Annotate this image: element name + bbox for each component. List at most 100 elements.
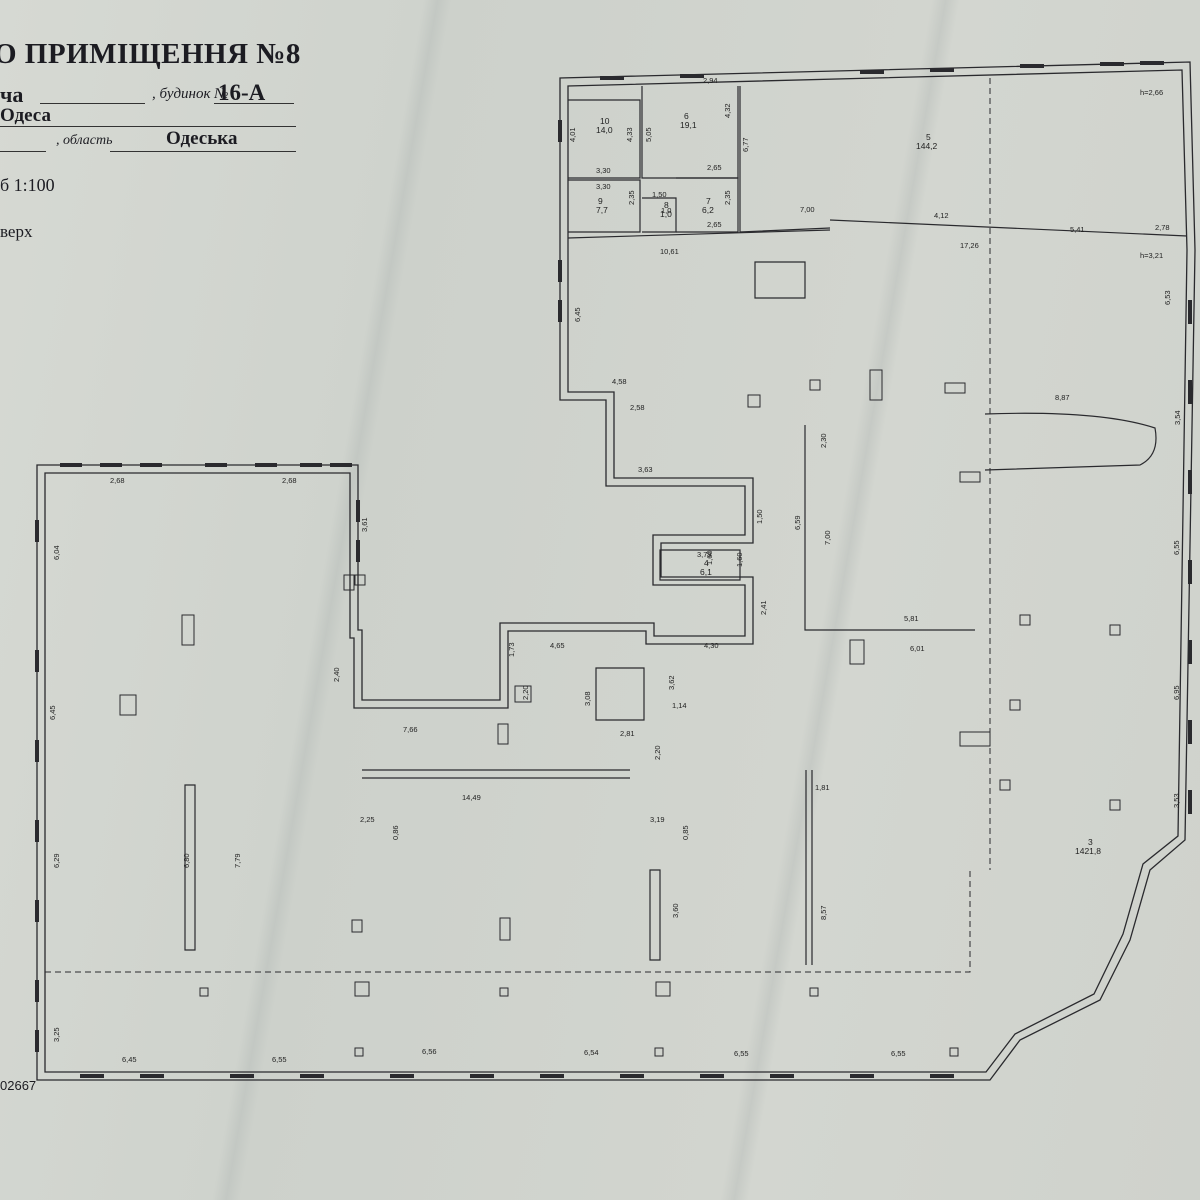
room-7-number: 7 xyxy=(706,196,711,206)
dimension-label: 0,85 xyxy=(681,825,690,840)
dimension-label: 2,41 xyxy=(759,600,768,615)
room-4-area: 6,1 xyxy=(700,567,712,577)
dimension-label: 2,58 xyxy=(630,403,645,412)
column xyxy=(849,639,865,665)
window-mark xyxy=(558,300,562,322)
window-mark xyxy=(558,120,562,142)
room-10-number: 10 xyxy=(600,116,610,126)
column xyxy=(959,471,981,483)
window-mark xyxy=(1188,470,1192,494)
dimension-label: 3,53 xyxy=(1172,793,1181,808)
window-mark xyxy=(35,1030,39,1052)
column xyxy=(654,1047,664,1057)
dimension-label: 1,73 xyxy=(507,642,516,657)
dimension-label: 5,41 xyxy=(1070,225,1085,234)
dimension-label: 4,65 xyxy=(550,641,565,650)
column xyxy=(999,779,1011,791)
inner-col-2 xyxy=(649,869,661,961)
column xyxy=(1019,614,1031,626)
column xyxy=(959,731,991,747)
dimension-label: 3,19 xyxy=(650,815,665,824)
inner-wall-left xyxy=(362,769,630,779)
window-mark xyxy=(600,76,624,80)
dimension-label: 2,35 xyxy=(627,190,636,205)
dimension-label: 2,68 xyxy=(282,476,297,485)
document-title: О ПРИМІЩЕННЯ №8 xyxy=(0,38,301,70)
dimension-label: 3,25 xyxy=(52,1027,61,1042)
dimension-label: 6,45 xyxy=(48,705,57,720)
window-mark xyxy=(620,1074,644,1078)
dimension-label: 6,55 xyxy=(1172,540,1181,555)
outer-wall-inner xyxy=(44,69,1188,1073)
dimension-label: 6,77 xyxy=(741,137,750,152)
dimension-label: 8,87 xyxy=(1055,393,1070,402)
window-mark xyxy=(300,463,322,467)
column xyxy=(869,369,883,401)
inner-col-1 xyxy=(184,784,196,951)
stair-left xyxy=(754,261,806,299)
dimension-label: 2,68 xyxy=(110,476,125,485)
window-mark xyxy=(558,260,562,282)
partition-mid xyxy=(804,425,975,631)
column xyxy=(655,981,671,997)
room-5-area: 144,2 xyxy=(916,141,938,151)
dimension-label: 1,0 xyxy=(661,206,671,215)
dimension-label: 2,78 xyxy=(1155,223,1170,232)
column xyxy=(949,1047,959,1057)
scale-label: б 1:100 xyxy=(0,175,55,195)
dimension-label: 6,01 xyxy=(910,644,925,653)
dimension-label: 1,50 xyxy=(652,190,667,199)
dimension-label: 3,79 xyxy=(697,550,712,559)
room-4-number: 4 xyxy=(704,558,709,568)
column xyxy=(1109,624,1121,636)
window-mark xyxy=(540,1074,564,1078)
stair-curved xyxy=(984,412,1157,471)
dimension-label: 7,00 xyxy=(800,205,815,214)
dimension-label: 6,56 xyxy=(422,1047,437,1056)
dimension-label: 6,55 xyxy=(891,1049,906,1058)
dimension-label: 3,30 xyxy=(596,182,611,191)
window-mark xyxy=(1020,64,1044,68)
dimension-label: 2,81 xyxy=(620,729,635,738)
outer-wall xyxy=(36,61,1196,1081)
column xyxy=(809,987,819,997)
dimension-label: 4,12 xyxy=(934,211,949,220)
partition-upper xyxy=(739,86,831,233)
room-3-area: 1421,8 xyxy=(1075,846,1101,856)
street-underline xyxy=(40,103,145,104)
dimension-label: 4,30 xyxy=(704,641,719,650)
dimension-label: 5,05 xyxy=(644,127,653,142)
room-8-walls xyxy=(642,197,677,233)
columns xyxy=(119,369,1121,1057)
window-mark xyxy=(390,1074,414,1078)
dimension-label: 2,25 xyxy=(360,815,375,824)
column xyxy=(809,379,821,391)
window-mark xyxy=(930,1074,954,1078)
dimension-label: 17,26 xyxy=(960,241,979,250)
dimension-label: 6,95 xyxy=(1172,685,1181,700)
house-label: , будинок № xyxy=(152,86,229,102)
room-8-area: 1,0 xyxy=(660,209,672,219)
column xyxy=(747,394,761,408)
house-number: 16-А xyxy=(218,80,266,105)
dimension-label: 6,45 xyxy=(122,1055,137,1064)
dimension-label: 3,60 xyxy=(671,903,680,918)
dimension-label: 4,58 xyxy=(612,377,627,386)
document-number: 02667 xyxy=(0,1078,37,1093)
window-mark xyxy=(100,463,122,467)
dimension-label: 4,33 xyxy=(625,127,634,142)
small-room-4 xyxy=(659,549,741,581)
room-6-area: 19,1 xyxy=(680,120,697,130)
window-mark xyxy=(680,74,704,78)
dimension-label: 10,61 xyxy=(660,247,679,256)
dimension-label: 6,45 xyxy=(573,307,582,322)
column xyxy=(119,694,137,716)
column xyxy=(354,981,370,997)
room-7-area: 6,2 xyxy=(702,205,714,215)
column xyxy=(1009,699,1021,711)
region-underline xyxy=(110,151,296,152)
window-mark xyxy=(35,980,39,1002)
window-mark xyxy=(700,1074,724,1078)
window-mark xyxy=(140,1074,164,1078)
